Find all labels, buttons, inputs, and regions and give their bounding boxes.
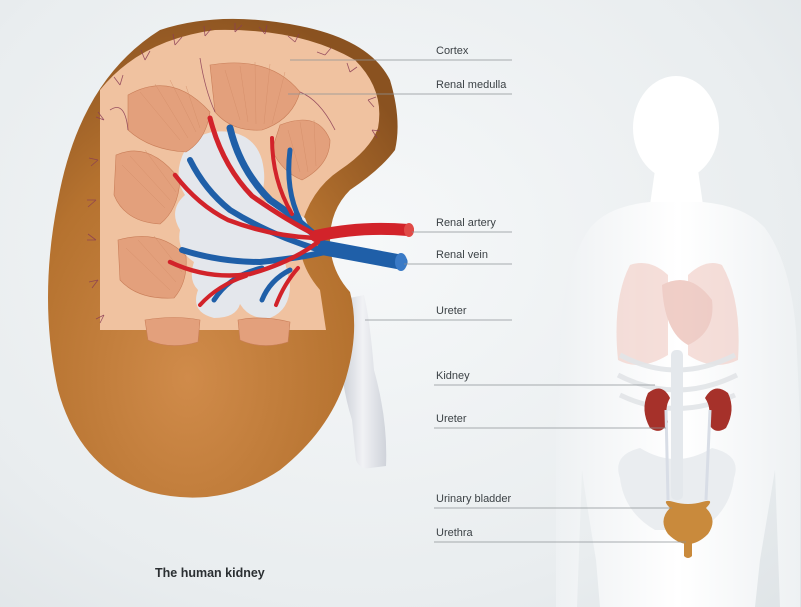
label-urethra: Urethra xyxy=(436,527,473,539)
spine xyxy=(671,350,683,500)
label-ureter-body: Ureter xyxy=(436,413,467,425)
vein-end xyxy=(395,253,407,271)
label-renal-artery: Renal artery xyxy=(436,217,496,229)
label-cortex: Cortex xyxy=(436,45,468,57)
label-ureter-kidney: Ureter xyxy=(436,305,467,317)
label-renal-vein: Renal vein xyxy=(436,249,488,261)
label-renal-medulla: Renal medulla xyxy=(436,79,506,91)
artery-end xyxy=(404,223,414,237)
diagram-title: The human kidney xyxy=(155,566,265,580)
label-urinary-bladder: Urinary bladder xyxy=(436,493,511,505)
label-kidney: Kidney xyxy=(436,370,470,382)
